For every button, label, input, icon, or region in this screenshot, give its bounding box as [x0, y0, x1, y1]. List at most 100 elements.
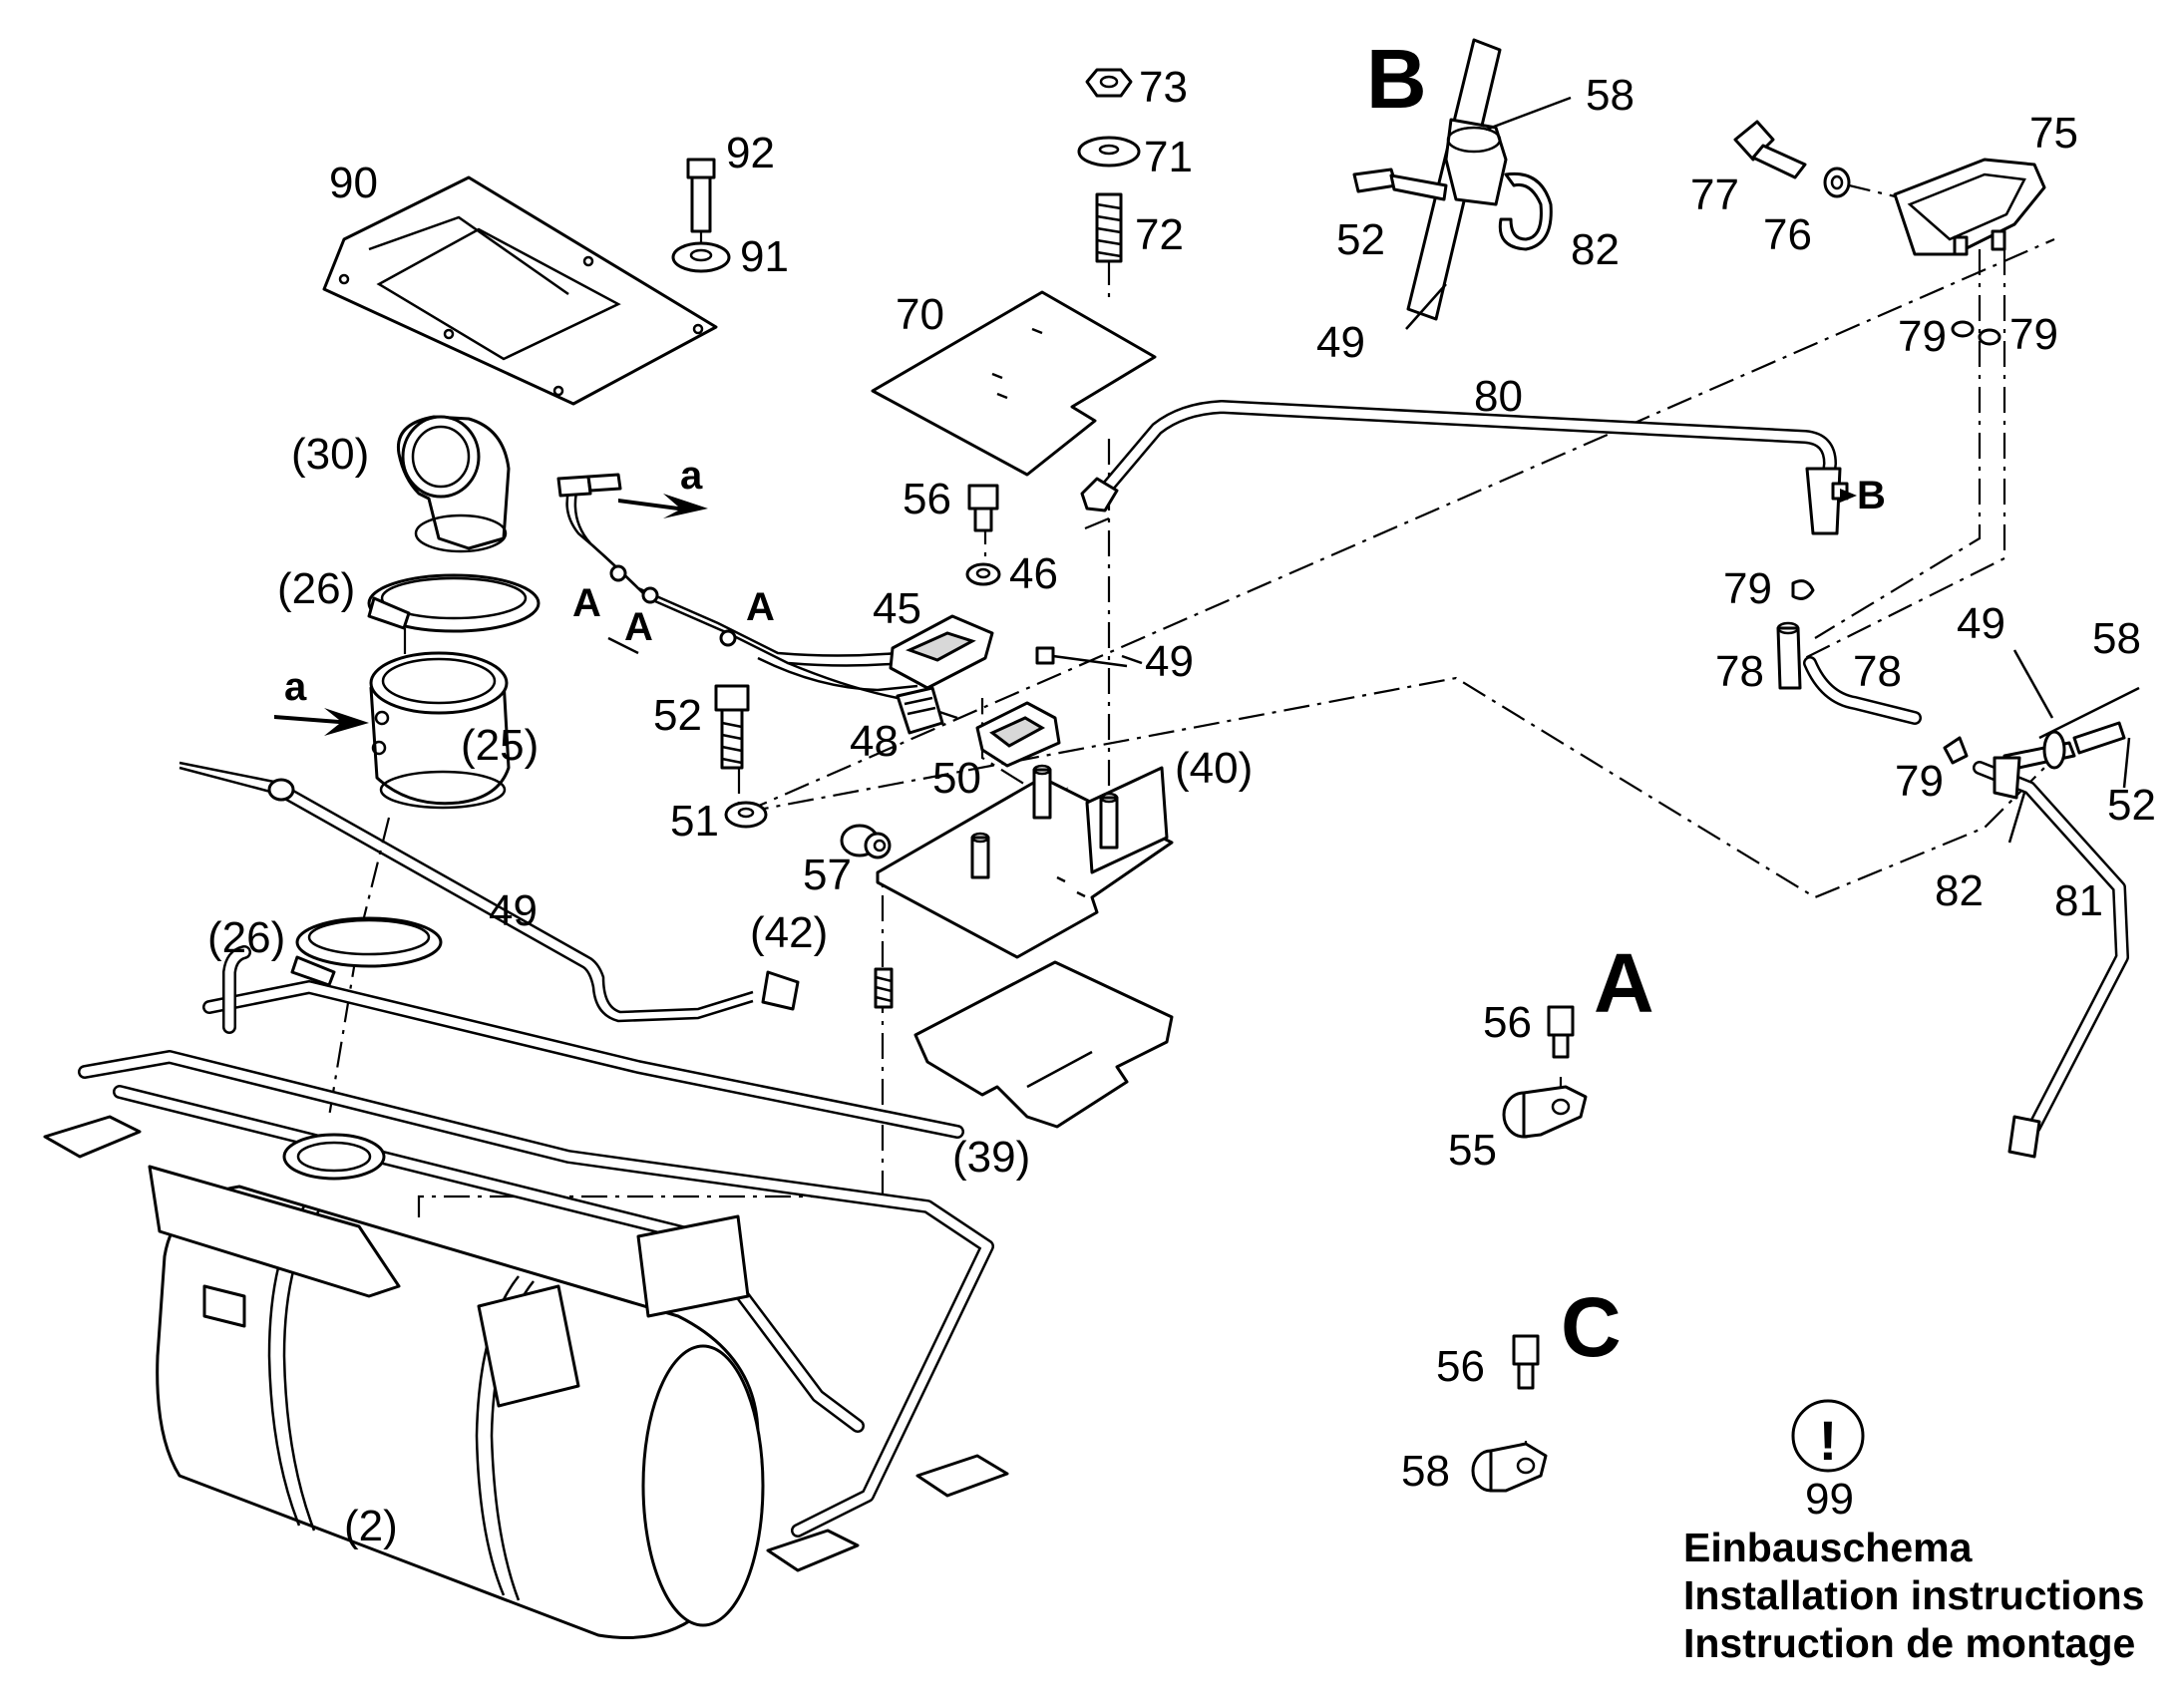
- note-english: Installation instructions: [1683, 1572, 2145, 1618]
- pipe-81: [1973, 756, 2129, 1159]
- bracket-50: [975, 701, 1061, 768]
- rod-sensor-49: [179, 761, 800, 1023]
- label-91: 91: [740, 232, 789, 281]
- stud-42: [874, 967, 894, 1009]
- note-french: Instruction de montage: [1683, 1620, 2136, 1666]
- label-79-a: 79: [1898, 312, 1947, 361]
- label-49-view-b: 49: [1316, 318, 1365, 367]
- label-39: (39): [952, 1133, 1030, 1182]
- label-42: (42): [750, 908, 828, 957]
- bolt-56-top: [967, 484, 999, 532]
- label-76: 76: [1763, 210, 1812, 259]
- clamp-26-top: [367, 573, 541, 633]
- bolt-52-mid: [714, 684, 750, 770]
- pad-39: [913, 960, 1174, 1129]
- control-unit-45: [889, 614, 994, 690]
- label-79-b: 79: [2009, 310, 2058, 359]
- label-2: (2): [344, 1502, 398, 1550]
- label-51: 51: [670, 797, 719, 846]
- label-49-rod: 49: [489, 886, 538, 935]
- clamp-79-a: [1951, 320, 1975, 338]
- label-79-c: 79: [1723, 564, 1772, 613]
- notice-exclamation: !: [1819, 1409, 1838, 1472]
- marker-a-lower-arrow: [274, 708, 369, 736]
- label-79-d: 79: [1895, 757, 1944, 806]
- label-70: 70: [896, 290, 944, 339]
- marker-a-upper-letter: a: [680, 454, 703, 498]
- assembly-guide-lines: [327, 174, 2055, 1461]
- label-82-right: 82: [1935, 866, 1984, 915]
- label-78-b: 78: [1853, 647, 1902, 696]
- stud-72: [1095, 192, 1123, 263]
- note-german: Einbauschema: [1683, 1525, 1973, 1570]
- wire-marker-a-3: A: [746, 585, 775, 629]
- clamp-79-b: [1978, 328, 2001, 346]
- cover-plate-90: [322, 175, 718, 406]
- washer-51: [724, 801, 768, 829]
- label-55: 55: [1448, 1126, 1497, 1175]
- clip-57: [840, 824, 892, 859]
- clamp-79-c: [1791, 579, 1815, 600]
- frame-and-tank-2: [43, 916, 1009, 1639]
- marker-a-lower-letter: a: [284, 665, 307, 709]
- label-81: 81: [2054, 876, 2103, 925]
- clamp-79-d: [1943, 736, 1969, 765]
- part-number-labels: 90 92 91 73 71 72 70 58 52 82 49 75 77 7…: [207, 63, 2156, 1550]
- view-a-detail: [1502, 1005, 1588, 1139]
- screw-77: [1733, 120, 1807, 179]
- label-82-view-b: 82: [1571, 225, 1620, 274]
- view-c-detail: [1471, 1334, 1548, 1493]
- label-71: 71: [1144, 133, 1193, 181]
- label-92: 92: [726, 129, 775, 177]
- hose-78-a: [1776, 621, 1802, 690]
- label-48: 48: [850, 717, 899, 766]
- washer-46: [965, 562, 1001, 586]
- plate-70: [871, 290, 1157, 477]
- sensor-75: [1893, 158, 2046, 256]
- label-50: 50: [932, 754, 981, 803]
- marker-a-upper-arrow: [618, 494, 708, 518]
- label-49-right: 49: [1957, 599, 2005, 648]
- label-26-top: (26): [277, 564, 355, 613]
- view-b-letter: B: [1366, 32, 1427, 126]
- wire-marker-a-1: A: [572, 581, 601, 625]
- nut-73: [1085, 68, 1133, 98]
- pipe-80: [1080, 400, 1849, 535]
- label-58-right: 58: [2092, 614, 2141, 663]
- label-58-view-c: 58: [1401, 1447, 1450, 1496]
- label-56-view-a: 56: [1483, 998, 1532, 1047]
- arrow-markers: a a B A A A: [274, 454, 1886, 736]
- label-25: (25): [461, 721, 539, 770]
- label-46: 46: [1009, 549, 1058, 598]
- base-plate-40: [876, 764, 1174, 959]
- washer-71: [1077, 136, 1141, 168]
- label-26-lower: (26): [207, 913, 285, 962]
- label-52-mid: 52: [653, 691, 702, 740]
- label-49-wire: 49: [1145, 637, 1194, 686]
- label-56-view-c: 56: [1436, 1342, 1485, 1391]
- washer-91: [671, 241, 731, 273]
- label-52-right: 52: [2107, 781, 2156, 830]
- label-90: 90: [329, 159, 378, 207]
- label-30: (30): [291, 430, 369, 479]
- marker-b-letter: B: [1857, 474, 1886, 517]
- marker-b-arrow: [1840, 489, 1857, 503]
- view-letters: B A C: [1366, 32, 1654, 1374]
- view-a-letter: A: [1594, 936, 1654, 1030]
- notice-symbol-99: !: [1791, 1399, 1865, 1473]
- label-73: 73: [1139, 63, 1188, 112]
- pipe-25: [369, 651, 511, 810]
- label-40: (40): [1175, 744, 1253, 793]
- wiring-harness: [556, 473, 1128, 720]
- label-57: 57: [803, 851, 852, 899]
- label-58-view-b: 58: [1586, 71, 1635, 120]
- installation-notes: Einbauschema Installation instructions I…: [1683, 1524, 2144, 1667]
- label-75: 75: [2029, 109, 2078, 158]
- label-56-top: 56: [903, 475, 951, 523]
- washer-76: [1823, 167, 1851, 198]
- right-fitting-58: [2002, 721, 2126, 772]
- view-c-letter: C: [1561, 1280, 1622, 1374]
- wire-marker-a-2: A: [624, 605, 653, 649]
- connector-48: [896, 686, 944, 735]
